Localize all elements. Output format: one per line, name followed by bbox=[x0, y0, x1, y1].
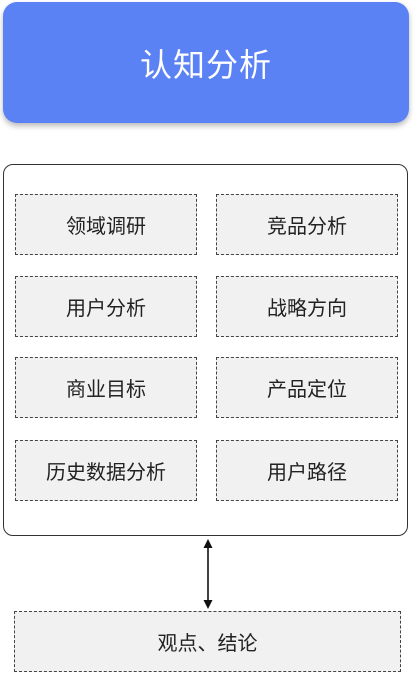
arrow-head-down-icon bbox=[203, 600, 213, 609]
cell-historical-data: 历史数据分析 bbox=[15, 440, 197, 501]
conclusion-box: 观点、结论 bbox=[14, 611, 401, 672]
cell-domain-research: 领域调研 bbox=[15, 194, 197, 255]
header-box: 认知分析 bbox=[3, 2, 409, 123]
cell-product-positioning: 产品定位 bbox=[216, 357, 398, 418]
cell-business-goals: 商业目标 bbox=[15, 357, 197, 418]
arrow-head-up-icon bbox=[203, 539, 213, 548]
cell-competitor-analysis: 竞品分析 bbox=[216, 194, 398, 255]
analysis-container: 领域调研 竞品分析 用户分析 战略方向 商业目标 产品定位 历史数据分析 用户路… bbox=[3, 164, 408, 536]
double-arrow-connector bbox=[203, 539, 213, 609]
header-title: 认知分析 bbox=[139, 45, 272, 84]
cell-strategic-direction: 战略方向 bbox=[216, 276, 398, 337]
cell-user-path: 用户路径 bbox=[216, 440, 398, 501]
cell-user-analysis: 用户分析 bbox=[15, 276, 197, 337]
